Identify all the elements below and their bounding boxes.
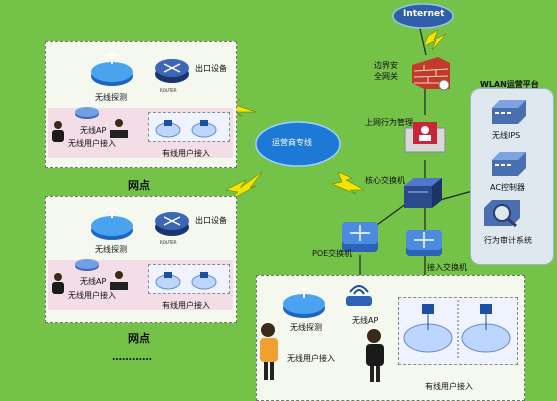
link-bolt-internet: [423, 29, 447, 51]
hq-ap-icon: [346, 285, 372, 306]
firewall-icon: [412, 57, 450, 91]
behavior-management-icon: [404, 122, 446, 153]
site-2-laptop-icon: [110, 271, 128, 290]
firewall-label: 边界安全网关: [374, 61, 398, 81]
core-switch-label: 核心交换机: [365, 176, 405, 185]
hq-probe-icon: [283, 287, 325, 318]
site-2-router-icon: [155, 212, 189, 236]
site-2-exit-label: 出口设备: [195, 216, 227, 225]
site-2-user-icon: [52, 273, 64, 294]
site-1-ap-icon: [75, 107, 99, 119]
link-bolt-core: [331, 171, 365, 195]
behavior-management-label: 上网行为管理: [365, 118, 413, 127]
internet-label: Internet: [403, 9, 445, 19]
site-1-user-icon: [52, 121, 64, 142]
site-1-wireless-access-label: 无线用户接入: [68, 139, 116, 148]
ac-controller-label: AC控制器: [490, 183, 525, 192]
hq-ap-label: 无线AP: [352, 316, 379, 325]
audit-system-label: 行为审计系统: [484, 236, 532, 245]
site-1-laptop-icon: [110, 119, 128, 138]
hq-wireless-access-label: 无线用户接入: [287, 354, 335, 363]
site-1-probe-label: 无线探测: [95, 93, 127, 102]
site-2-probe-label: 无线探测: [95, 245, 127, 254]
site-2-probe-icon: [91, 207, 133, 240]
site-1-probe-icon: [91, 53, 133, 86]
ac-controller-icon: [492, 152, 526, 176]
wlan-platform-title: WLAN运营平台: [480, 80, 539, 89]
site-2-router-caption: ROUTER: [160, 240, 177, 245]
site-1-ap-label: 无线AP: [80, 126, 107, 135]
site-2-wired-pc-icon: [155, 272, 217, 290]
access-switch-icon: [406, 230, 442, 256]
poe-switch-icon: [342, 222, 378, 252]
site-2-wireless-access-label: 无线用户接入: [68, 291, 116, 300]
site-2-ap-icon: [75, 259, 99, 271]
hq-wired-pc-icon: [403, 300, 511, 358]
core-switch-icon: [404, 178, 442, 208]
carrier-line-cloud-icon: [255, 121, 341, 167]
site-1-exit-label: 出口设备: [195, 64, 227, 73]
site-1-wired-pc-icon: [155, 120, 217, 138]
site-1-router-caption: ROUTER: [160, 88, 177, 93]
hq-user-left-icon: [260, 323, 278, 380]
wireless-ips-icon: [492, 100, 526, 124]
more-sites-ellipsis: …………: [112, 352, 152, 363]
site-2-wired-label: 有线用户接入: [162, 301, 210, 310]
audit-system-icon: [484, 200, 520, 228]
site-2-ap-label: 无线AP: [80, 277, 107, 286]
site-1-router-icon: [155, 59, 189, 83]
site-2-title: 网点: [128, 332, 150, 345]
link-bolt-site2: [225, 171, 263, 201]
hq-probe-label: 无线探测: [290, 323, 322, 332]
site-1-title: 网点: [128, 179, 150, 192]
site-1-wired-label: 有线用户接入: [162, 149, 210, 158]
access-switch-label: 接入交换机: [427, 263, 467, 272]
carrier-line-label: 运营商专线: [272, 138, 312, 147]
internet-cloud-icon: [392, 3, 454, 29]
poe-switch-label: POE交换机: [312, 249, 353, 258]
hq-wired-label: 有线用户接入: [425, 382, 473, 391]
hq-user-right-icon: [366, 329, 384, 382]
wireless-ips-label: 无线IPS: [492, 131, 521, 140]
